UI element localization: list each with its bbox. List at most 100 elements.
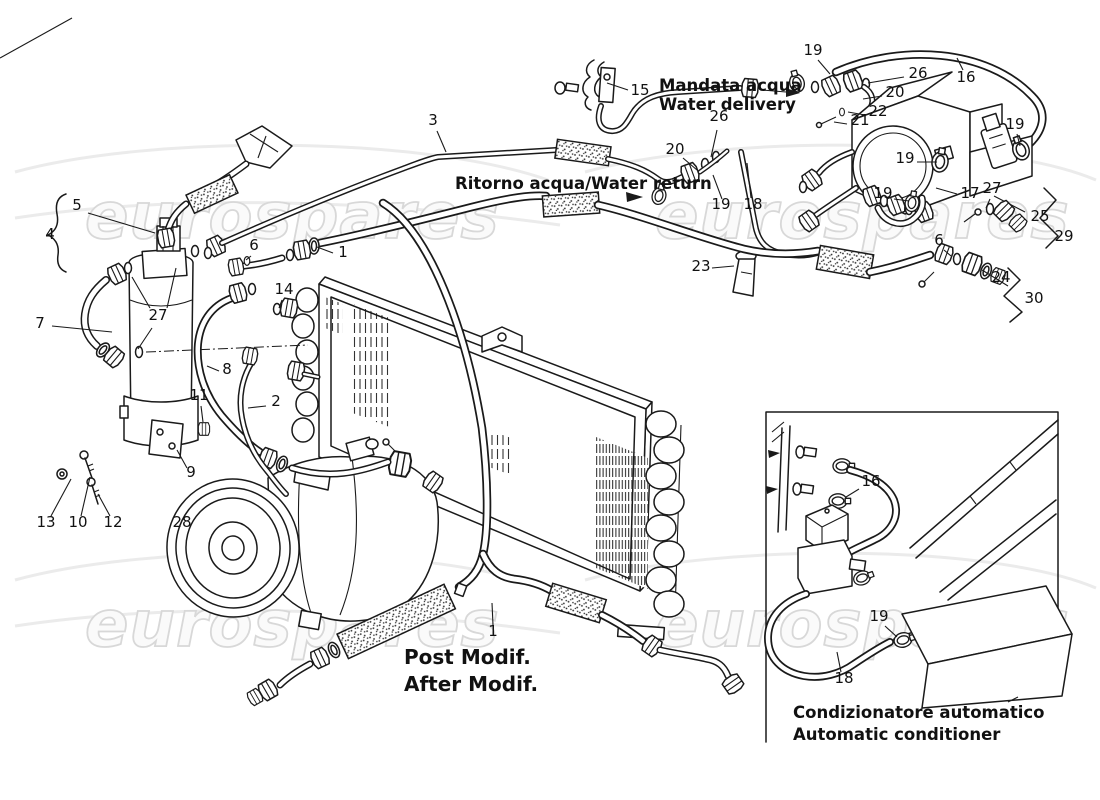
callout-leader: [51, 325, 113, 333]
callout-leader: [682, 157, 698, 171]
callout-leader: [710, 129, 718, 158]
part-number-3: 3: [428, 111, 438, 129]
part-number-10: 10: [68, 513, 87, 531]
part-number-28: 28: [172, 513, 191, 531]
screw-10: [79, 450, 95, 479]
callout-leader: [50, 478, 72, 517]
part-number-30: 30: [1024, 289, 1043, 307]
screw-25: [963, 208, 982, 223]
bracket-30: [1003, 267, 1023, 323]
callout-leader: [867, 76, 905, 84]
callout-leader: [862, 95, 883, 100]
inset-thermo-valve: [797, 504, 867, 595]
part-number-1: 1: [338, 243, 348, 261]
bracket-4: [47, 193, 67, 273]
label-inset-caption-en: Automatic conditioner: [793, 725, 1001, 744]
part-number-1: 1: [488, 622, 498, 640]
part-number-22: 22: [868, 102, 887, 120]
callout-leader: [80, 476, 91, 517]
part-number-16: 16: [861, 472, 880, 490]
return-arrow: [626, 192, 643, 202]
part-number-12: 12: [103, 513, 122, 531]
condenser: [291, 276, 685, 641]
part-number-15: 15: [630, 81, 649, 99]
drier-clamp: [119, 395, 211, 459]
part-number-18: 18: [834, 669, 853, 687]
callout-leader: [845, 488, 860, 498]
text-labels: Mandata acqua Water delivery Ritorno acq…: [404, 76, 1045, 744]
bracket-29: [1039, 187, 1059, 249]
callout-leader: [278, 299, 283, 309]
callout-leader: [884, 625, 898, 638]
part-number-6: 6: [249, 236, 259, 254]
callout-leader: [943, 249, 952, 257]
hose-clamp-15: [582, 59, 616, 111]
callout-leader: [245, 255, 252, 261]
callout-leader: [131, 276, 151, 309]
drain-funnel: [732, 250, 757, 297]
part-number-27: 27: [982, 179, 1001, 197]
screw-24: [918, 271, 935, 288]
callout-leader: [247, 405, 267, 409]
right-fitting-cluster: [918, 187, 1059, 323]
callout-leader: [847, 111, 866, 116]
receiver-drier: [56, 217, 309, 505]
part-number-9: 9: [186, 463, 196, 481]
callout-leader: [491, 602, 494, 626]
drier-valve-block: [141, 247, 188, 280]
callout-leader: [746, 162, 752, 199]
callout-leader: [836, 651, 842, 673]
hose-1-upper: [226, 191, 935, 280]
callout-leader: [200, 405, 204, 423]
part-number-19: 19: [803, 41, 822, 59]
edge-line: [0, 17, 73, 59]
inset-box: [763, 411, 1073, 743]
part-number-21: 21: [850, 111, 869, 129]
callout-leader: [817, 59, 831, 75]
callout-leader: [985, 198, 991, 209]
hose-8: [193, 281, 392, 478]
part-number-19: 19: [873, 184, 892, 202]
part-number-17: 17: [960, 184, 979, 202]
label-water-delivery-it: Mandata acqua: [659, 76, 802, 95]
callout-leader: [87, 212, 156, 234]
label-water-delivery-en: Water delivery: [659, 95, 796, 114]
part-number-19: 19: [711, 195, 730, 213]
heater-unit: [796, 50, 1047, 234]
callout-leader: [436, 130, 447, 153]
pressure-switch-harness: [47, 125, 293, 273]
part-number-18: 18: [743, 195, 762, 213]
part-number-14: 14: [274, 280, 293, 298]
callout-leader: [206, 365, 220, 372]
part-number-6: 6: [934, 231, 944, 249]
part-number-13: 13: [36, 513, 55, 531]
callout-leader: [137, 327, 153, 350]
label-inset-caption-it: Condizionatore automatico: [793, 703, 1045, 722]
part-number-5: 5: [72, 196, 82, 214]
bolt-15: [554, 81, 580, 95]
condenser-coil-right: [645, 410, 685, 618]
part-number-26: 26: [908, 64, 927, 82]
callout-leader: [606, 82, 629, 91]
label-post-modif-2: After Modif.: [404, 672, 538, 696]
inset-rails: [909, 419, 1059, 601]
part-number-20: 20: [885, 83, 904, 101]
callout-leader: [711, 265, 735, 269]
part-number-4: 4: [45, 225, 55, 243]
part-number-24: 24: [991, 268, 1010, 286]
heater-solenoid: [980, 112, 1018, 170]
part-number-26: 26: [709, 107, 728, 125]
callout-leader: [712, 174, 723, 200]
screw-21: [815, 116, 837, 129]
part-number-7: 7: [35, 314, 45, 332]
callout-leader: [176, 449, 188, 469]
delivery-arrow: [786, 88, 800, 97]
label-water-return: Ritorno acqua/Water return: [455, 174, 712, 193]
label-post-modif-1: Post Modif.: [404, 645, 531, 669]
compressor: [166, 436, 446, 631]
inset-evaporator-slab: [901, 585, 1073, 709]
part-number-2: 2: [271, 392, 281, 410]
callout-leader: [893, 198, 910, 202]
